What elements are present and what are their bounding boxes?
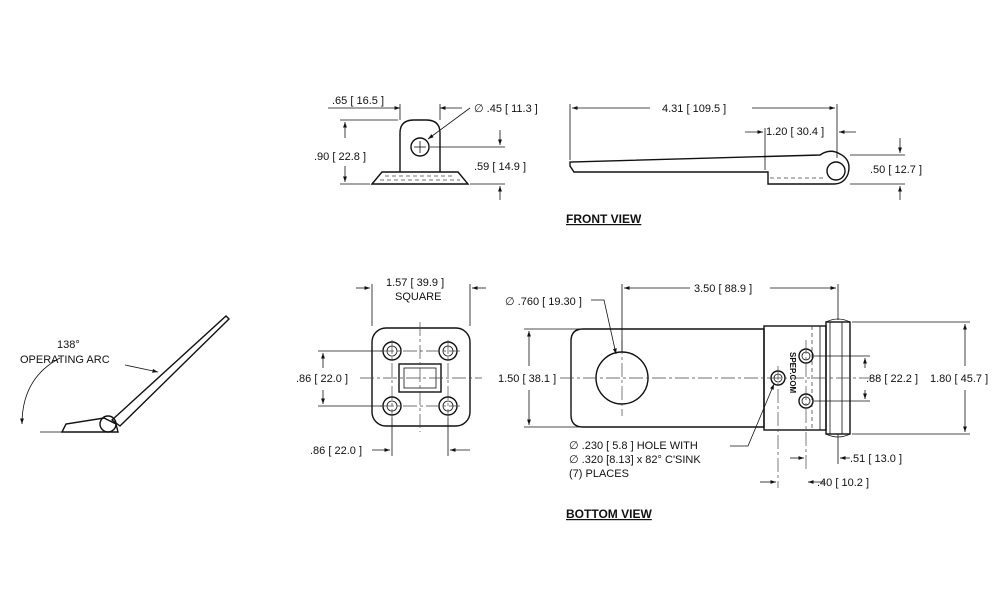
front-view-left: .65 [ 16.5 ] ∅ .45 [ 11.3 ] .90 [ 22.8 ]… bbox=[314, 95, 538, 200]
stamp-text: SPEP.COM bbox=[788, 352, 797, 394]
leaf-spacing-dim: .88 [ 22.2 ] bbox=[866, 373, 918, 385]
edge2-dim: .40 [ 10.2 ] bbox=[817, 477, 869, 489]
front-height-dim: .90 [ 22.8 ] bbox=[314, 151, 366, 163]
hasp-outline bbox=[570, 328, 765, 428]
front-pivot-height-dim: .59 [ 14.9 ] bbox=[474, 161, 526, 173]
operating-arc-view: 138° OPERATING ARC bbox=[20, 315, 230, 433]
arc-label: OPERATING ARC bbox=[20, 354, 110, 366]
edge1-dim: .51 [ 13.0 ] bbox=[850, 453, 902, 465]
pivot-hole bbox=[410, 137, 430, 157]
arc-base-plate bbox=[60, 417, 119, 433]
bottom-view-left: 1.57 [ 39.9 ] SQUARE .86 [ 22.0 ] .86 [ … bbox=[296, 277, 486, 457]
square-label: SQUARE bbox=[395, 291, 441, 303]
overall-dim: 1.80 [ 45.7 ] bbox=[930, 373, 988, 385]
front-hole-dim: ∅ .45 [ 11.3 ] bbox=[474, 103, 538, 115]
arc-open-hasp bbox=[110, 315, 230, 427]
pivot-offset-dim: 1.20 [ 30.4 ] bbox=[766, 126, 824, 138]
note-line-2: ∅ .320 [8.13] x 82° C'SINK bbox=[569, 454, 701, 466]
base-plate-outline bbox=[370, 171, 470, 185]
front-width-dim: .65 [ 16.5 ] bbox=[332, 95, 384, 107]
front-view-title: FRONT VIEW bbox=[566, 212, 642, 226]
vspacing-dim: .86 [ 22.0 ] bbox=[296, 373, 348, 385]
big-hole-dim: ∅ .760 [ 19.30 ] bbox=[505, 296, 582, 308]
hinge-knuckle-outline bbox=[399, 119, 441, 172]
side-height-dim: .50 [ 12.7 ] bbox=[870, 164, 922, 176]
side-pivot-circle bbox=[826, 161, 846, 181]
front-view-right: 4.31 [ 109.5 ] 1.20 [ 30.4 ] .50 [ 12.7 … bbox=[569, 103, 922, 200]
hole-to-pivot-dim: 3.50 [ 88.9 ] bbox=[694, 283, 752, 295]
hspacing-dim: .86 [ 22.0 ] bbox=[310, 445, 362, 457]
note-line-3: (7) PLACES bbox=[569, 468, 629, 480]
bottom-view-right: SPEP.COM ∅ .760 [ 19.30 ] 3.50 [ 88.9 ] … bbox=[498, 283, 988, 489]
note-line-1: ∅ .230 [ 5.8 ] HOLE WITH bbox=[569, 440, 698, 452]
base-plate-square bbox=[371, 327, 471, 427]
length-dim: 4.31 [ 109.5 ] bbox=[662, 103, 726, 115]
hasp-side-profile bbox=[569, 150, 850, 185]
hasp-width-dim: 1.50 [ 38.1 ] bbox=[498, 373, 556, 385]
arc-angle: 138° bbox=[57, 339, 80, 351]
bottom-view-title: BOTTOM VIEW bbox=[566, 507, 652, 521]
square-dim: 1.57 [ 39.9 ] bbox=[386, 277, 444, 289]
